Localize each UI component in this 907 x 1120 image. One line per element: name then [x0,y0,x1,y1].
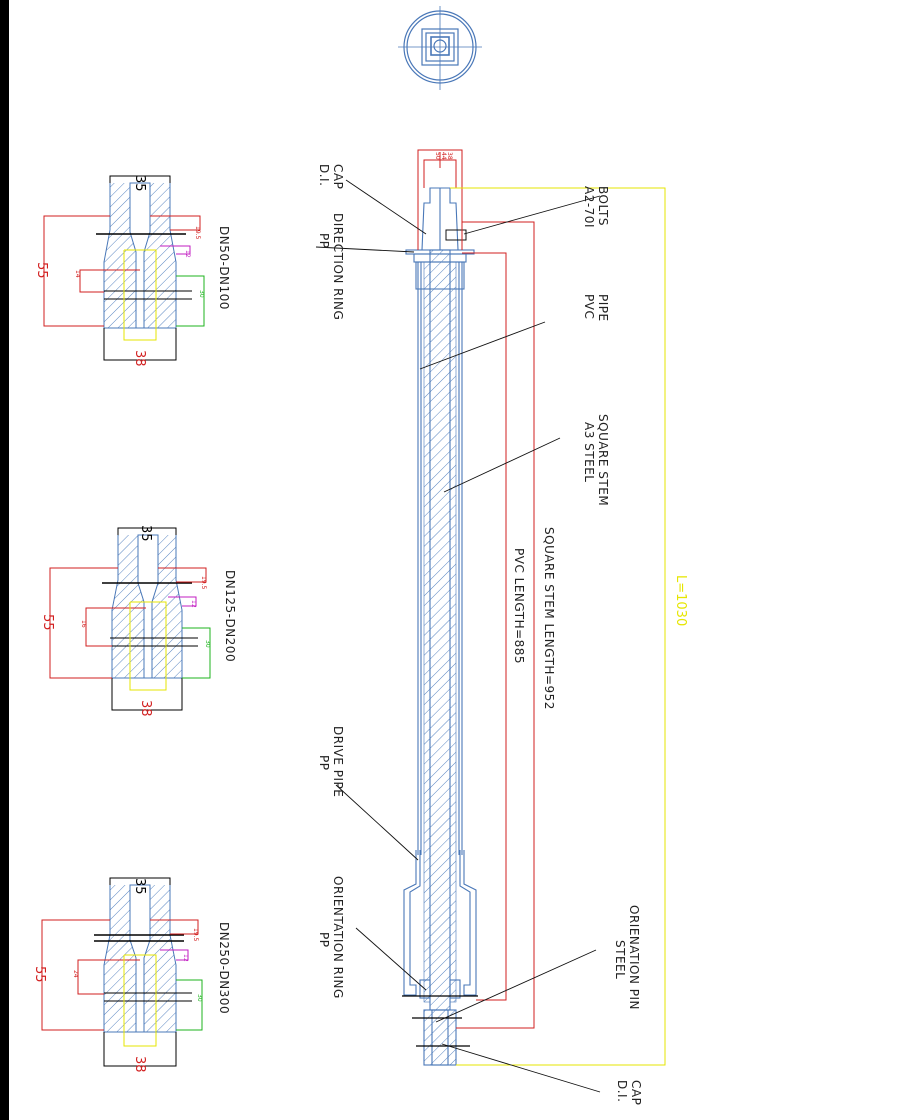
svg-text:ORIENTATION RING: ORIENTATION RING [331,876,345,999]
svg-text:30: 30 [198,290,205,298]
svg-text:DN50-DN100: DN50-DN100 [217,226,231,310]
leader-lines [315,179,601,1093]
label-square-stem: SQUARE STEM A3 STEEL [582,414,610,506]
svg-text:PP: PP [317,233,331,248]
svg-text:55: 55 [32,966,47,983]
svg-text:ORIENATION PIN: ORIENATION PIN [627,905,641,1010]
svg-text:CAP: CAP [331,164,345,189]
detail-dn50-dn100: 35 38 55 14 19.5 30 12 DN50-DN100 [34,175,231,367]
svg-text:PIPE: PIPE [596,294,610,322]
svg-text:SQUARE STEM: SQUARE STEM [596,414,610,506]
svg-text:A3 STEEL: A3 STEEL [582,422,596,482]
left-border-strip [0,0,9,1120]
label-orientation-ring: ORIENTATION RING PP [317,876,345,999]
svg-text:55: 55 [34,262,49,279]
svg-text:19.5: 19.5 [194,226,201,240]
svg-text:DIRECTION RING: DIRECTION RING [331,213,345,320]
svg-text:12: 12 [190,600,197,608]
main-dimensions [417,149,666,1066]
svg-text:55: 55 [40,614,55,631]
svg-text:STEEL: STEEL [613,940,627,979]
svg-text:12: 12 [182,954,189,962]
svg-text:30: 30 [196,994,203,1002]
svg-text:38: 38 [138,700,153,717]
svg-text:35: 35 [132,175,147,192]
svg-text:D.I.: D.I. [615,1080,629,1102]
dim-pvc-length: PVC LENGTH=885 [512,548,526,664]
svg-text:BOLTS: BOLTS [596,186,610,226]
svg-text:PP: PP [317,932,331,947]
svg-text:35: 35 [138,525,153,542]
svg-text:A2-70I: A2-70I [582,186,596,228]
svg-text:14: 14 [74,270,81,278]
dim-square-stem-length: SQUARE STEM LENGTH=952 [542,527,556,710]
detail-dn125-dn200: 35 38 55 16 19.5 30 12 DN125-DN200 [40,525,237,717]
label-pipe: PIPE PVC [582,294,610,322]
section-lines [402,995,478,1047]
detail-dn250-dn300: 35 38 55 24 19.5 30 12 DN250-DN300 [32,877,231,1073]
svg-text:19.5: 19.5 [200,576,207,590]
label-cap-bottom: CAP D.I. [615,1080,643,1105]
main-assembly [403,187,477,1066]
svg-text:DRIVE PIPE: DRIVE PIPE [331,726,345,797]
svg-text:38: 38 [132,350,147,367]
label-bolts: BOLTS A2-70I [582,186,610,228]
svg-text:19.5: 19.5 [192,928,199,942]
svg-text:DN125-DN200: DN125-DN200 [223,570,237,662]
svg-text:DN250-DN300: DN250-DN300 [217,922,231,1014]
label-cap-top: CAP D.I. [317,164,345,189]
svg-text:16: 16 [80,620,87,628]
svg-text:38: 38 [132,1056,147,1073]
label-direction-ring: DIRECTION RING PP [317,213,345,320]
svg-text:12: 12 [184,250,191,258]
svg-text:PVC: PVC [582,294,596,319]
label-drive-pipe: DRIVE PIPE PP [317,726,345,797]
svg-text:24: 24 [72,970,79,978]
svg-text:CAP: CAP [629,1080,643,1105]
label-orientation-pin: ORIENATION PIN STEEL [613,905,641,1010]
top-end-view [398,6,482,90]
svg-text:PP: PP [317,755,331,770]
dim-top-small-44: 44 [440,152,447,160]
dim-top-small-38: 38 [446,152,453,160]
dim-total-length: L=1030 [673,575,688,626]
svg-text:30: 30 [204,640,211,648]
dim-top-small-50: 50 [434,152,441,160]
svg-text:D.I.: D.I. [317,164,331,186]
svg-text:35: 35 [132,878,147,895]
